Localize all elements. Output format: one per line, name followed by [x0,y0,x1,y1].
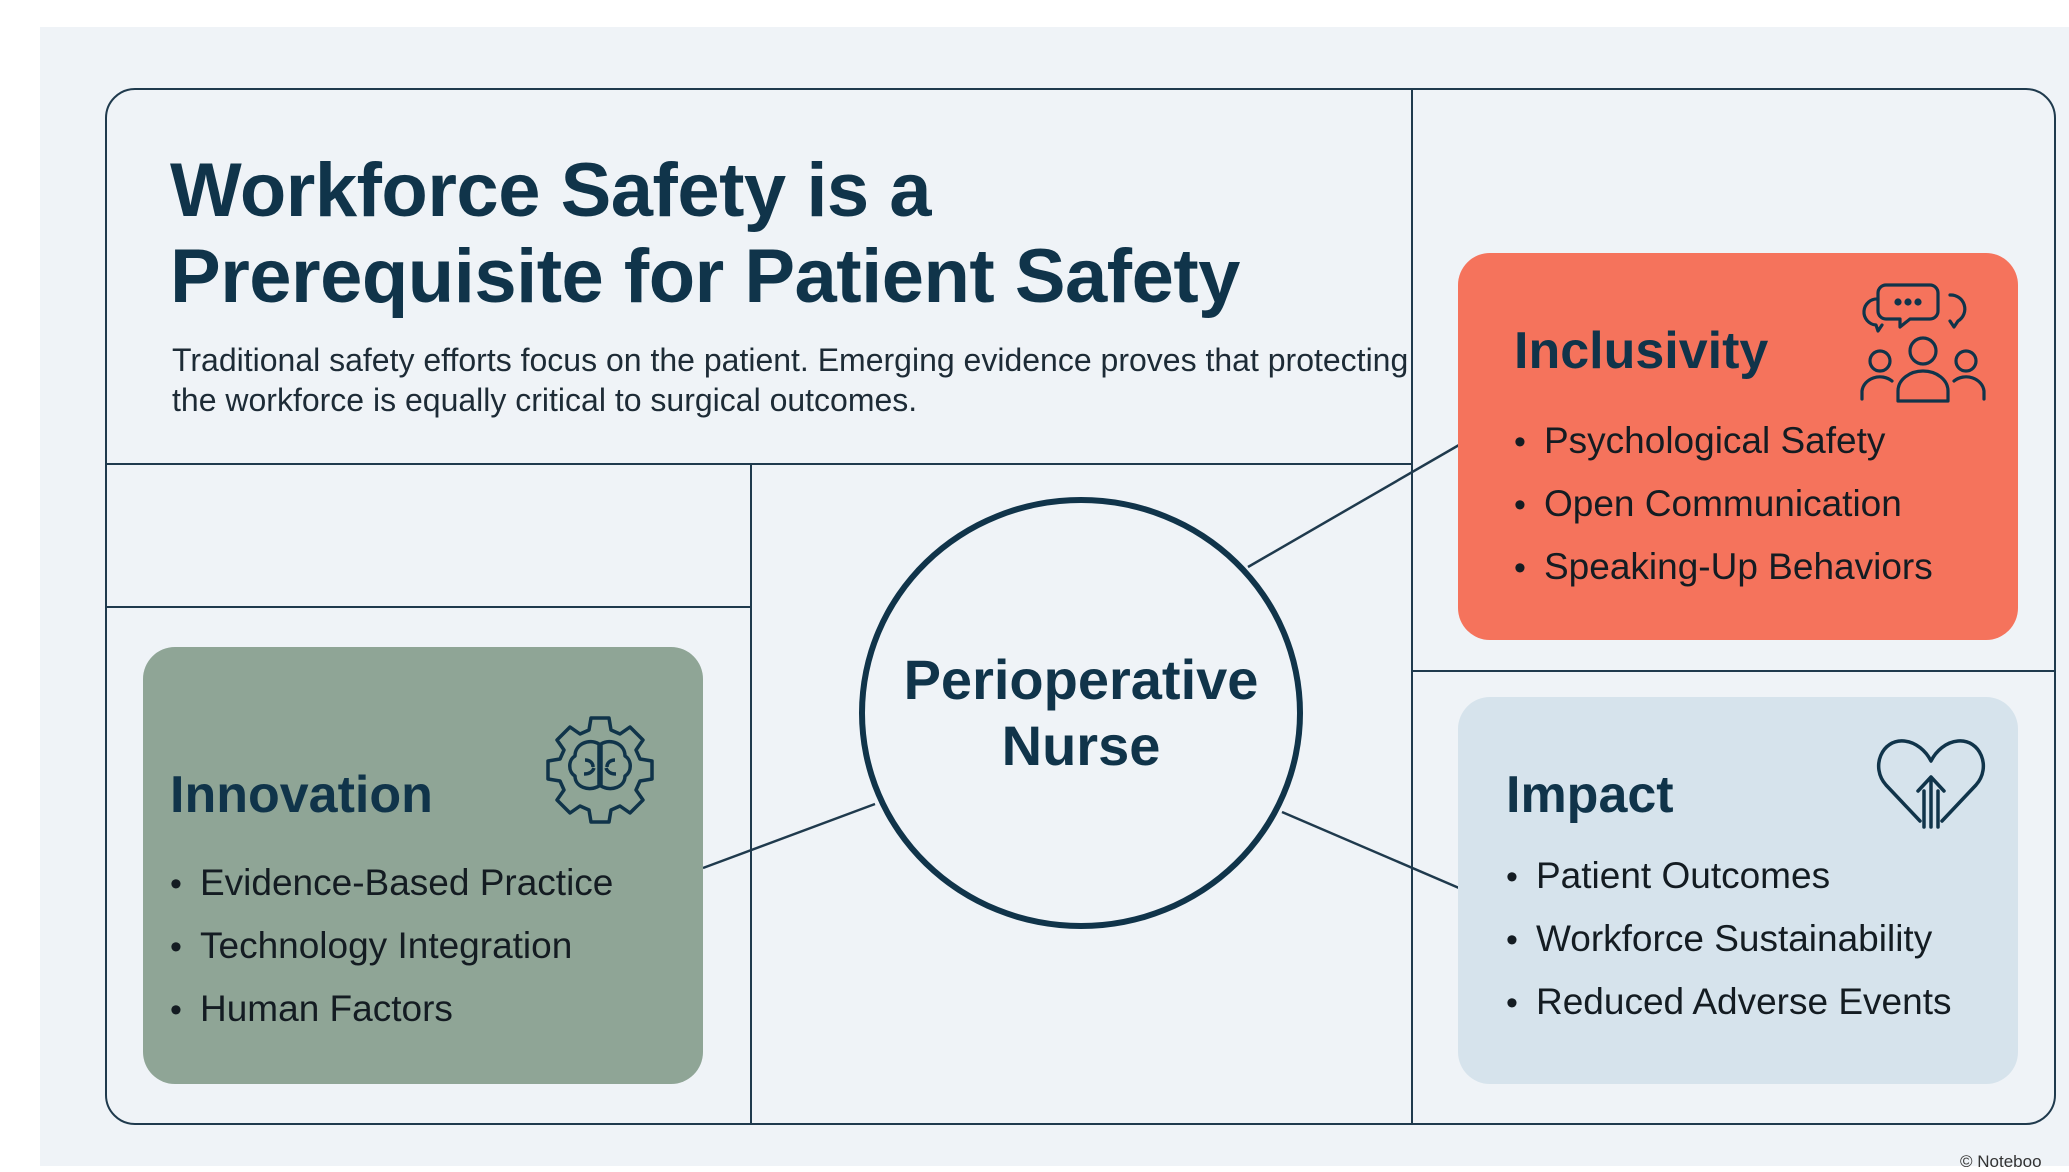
card-innovation-title: Innovation [170,766,433,824]
card-inclusivity-list: Psychological Safety Open Communication … [1514,410,1933,599]
list-item: Workforce Sustainability [1506,908,1951,971]
list-item: Patient Outcomes [1506,845,1951,908]
card-impact-title: Impact [1506,766,1674,824]
title-line-1: Workforce Safety is a [170,148,932,233]
list-item: Technology Integration [170,915,613,978]
card-inclusivity-title: Inclusivity [1514,322,1769,380]
list-item: Human Factors [170,978,613,1041]
divider-right-middle [1412,670,2055,672]
list-item: Evidence-Based Practice [170,852,613,915]
team-chat-icon [1858,281,1988,411]
page-title: Workforce Safety is a Prerequisite for P… [170,148,1240,320]
watermark: © Noteboo [1960,1152,2042,1171]
title-line-2: Prerequisite for Patient Safety [170,234,1240,319]
connector-to-innovation [702,802,876,870]
list-item: Psychological Safety [1514,410,1933,473]
hub-circle: Perioperative Nurse [859,497,1303,929]
hub-label: Perioperative Nurse [903,648,1259,777]
page-subtitle: Traditional safety efforts focus on the … [172,342,1409,418]
connector-to-impact [1281,810,1460,890]
divider-left-middle [106,606,751,608]
list-item: Speaking-Up Behaviors [1514,536,1933,599]
list-item: Open Communication [1514,473,1933,536]
card-inclusivity: Inclusivity Psychological Safety Open Co… [1458,253,2018,640]
card-impact-list: Patient Outcomes Workforce Sustainabilit… [1506,845,1951,1034]
divider-center-column [750,464,752,1123]
card-innovation-list: Evidence-Based Practice Technology Integ… [170,852,613,1041]
list-item: Reduced Adverse Events [1506,971,1951,1034]
brain-gear-icon [540,712,660,835]
card-impact: Impact Patient Outcomes Workforce Sustai… [1458,697,2018,1084]
divider-header-bottom [106,463,1412,465]
divider-right-column [1411,89,1413,1123]
connector-to-inclusivity [1247,443,1460,569]
card-innovation: Innovation Evidence-Based Practice Techn… [143,647,703,1084]
heart-arrow-up-icon [1876,735,1986,836]
